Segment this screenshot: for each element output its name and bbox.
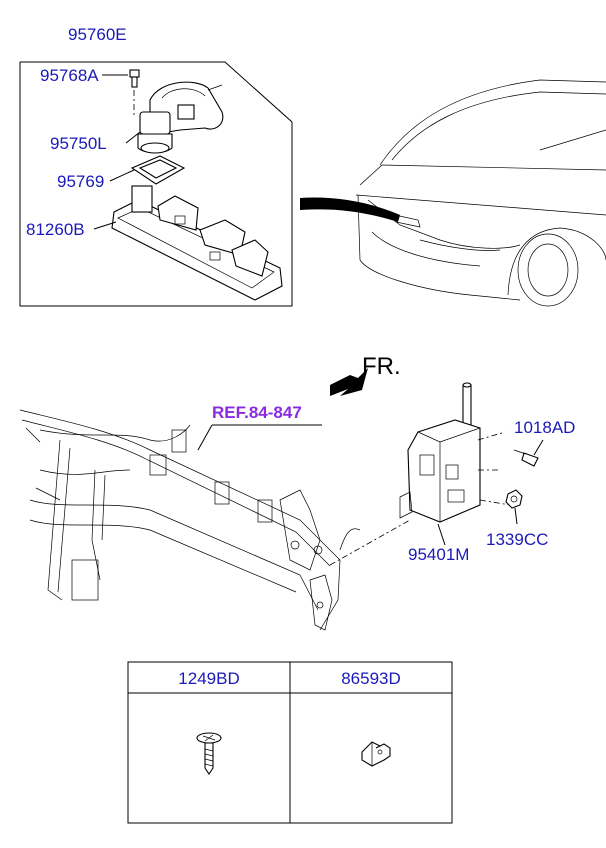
screw-part	[129, 69, 140, 118]
label-nut: 1339CC	[486, 530, 548, 549]
nut-part	[505, 489, 523, 525]
label-assembly: 95760E	[68, 25, 127, 44]
assembly-frame	[19, 61, 293, 307]
label-module: 95401M	[408, 545, 469, 564]
clip-part	[361, 741, 391, 767]
tapping-screw-part	[196, 732, 222, 775]
label-front: FR.	[362, 353, 401, 380]
vehicle-rear	[300, 79, 606, 307]
label-bolt: 1018AD	[514, 418, 575, 437]
label-camera: 95750L	[50, 134, 107, 153]
table-header-screw: 1249BD	[178, 669, 239, 688]
table-header-clip: 86593D	[341, 669, 401, 688]
control-module	[399, 382, 511, 523]
label-gasket: 95769	[57, 172, 104, 191]
front-arrow-icon	[330, 368, 368, 396]
fastener-table	[127, 661, 453, 824]
bolt-part	[513, 439, 544, 467]
label-reference: REF.84-847	[212, 403, 302, 422]
camera-part	[137, 81, 224, 154]
label-screw: 95768A	[40, 66, 99, 85]
location-arrow	[300, 197, 400, 222]
label-housing: 81260B	[26, 220, 85, 239]
housing-part	[111, 185, 283, 301]
gasket-part	[130, 155, 186, 185]
crossmember-frame	[19, 409, 411, 631]
camera-assembly-group	[19, 61, 293, 307]
